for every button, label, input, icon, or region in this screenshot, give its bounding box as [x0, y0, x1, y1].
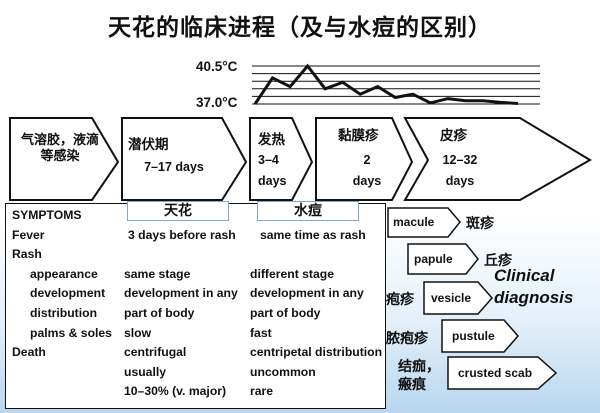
lesion-label-pustule: pustule: [452, 329, 495, 343]
stage-incubation-duration: 7–17 days: [144, 160, 204, 174]
smallpox-cell: development in any: [124, 286, 238, 301]
stage-fever-duration: 3–4 days: [258, 153, 287, 188]
stage-arrow-rash: [403, 117, 592, 201]
lesion-arrow-papule: [407, 243, 479, 275]
temperature-chart: [252, 63, 540, 105]
clinical-diagnosis-label: Clinical diagnosis: [494, 266, 574, 307]
smallpox-cell: part of body: [124, 306, 195, 320]
row-label: Fever: [12, 227, 45, 242]
smallpox-cell: usually: [124, 364, 166, 379]
lesion-zh-vesicle: 疱疹: [386, 292, 414, 308]
stage-rash-label: 皮疹: [440, 128, 467, 144]
stage-fever-label: 发热: [258, 132, 285, 148]
lesion-arrow-vesicle: [423, 281, 493, 315]
temp-label-high: 40.5°C: [196, 59, 238, 74]
row-label: development: [30, 286, 106, 301]
stage-arrow-fever: [249, 117, 314, 201]
row-label: Rash: [12, 247, 42, 262]
lesion-zh-pustule: 脓疱疹: [386, 331, 428, 347]
stage-enanthem-duration: 2 days: [352, 153, 382, 188]
header-smallpox: 天花: [127, 201, 229, 221]
chickenpox-cell: fast: [250, 325, 272, 340]
header-chickenpox: 水痘: [257, 201, 359, 221]
row-label: palms & soles: [30, 325, 112, 340]
chickenpox-cell: part of body: [250, 306, 321, 320]
chickenpox-cell: centripetal distribution: [250, 345, 383, 360]
lesion-arrow-macule: [387, 207, 461, 238]
stage-arrow-enanthem: [315, 117, 414, 201]
lesion-zh-papule: 丘疹: [484, 253, 512, 269]
stage-arrow-infection: [9, 117, 120, 201]
lesion-label-macule: macule: [393, 215, 435, 229]
smallpox-cell: slow: [124, 325, 152, 340]
smallpox-cell: 3 days before rash: [128, 227, 236, 242]
stage-rash-duration: 12–32 days: [442, 153, 478, 188]
chickenpox-cell: development in any: [250, 286, 364, 301]
stage-arrow-incubation: [121, 117, 248, 201]
stage-enanthem-label: 黏膜疹: [338, 128, 379, 144]
lesion-arrow-pustule: [441, 319, 519, 353]
chickenpox-cell: rare: [250, 384, 274, 399]
smallpox-cell: 10–30% (v. major): [124, 384, 227, 399]
lesion-label-crusted-scab: crusted scab: [458, 366, 533, 380]
row-label: appearance: [30, 266, 98, 281]
chickenpox-cell: uncommon: [250, 364, 316, 379]
comparison-table: [5, 203, 386, 409]
chickenpox-cell: same time as rash: [260, 227, 366, 242]
stage-incubation-label: 潜伏期: [128, 137, 169, 153]
temp-label-normal: 37.0°C: [196, 95, 238, 110]
chickenpox-cell: different stage: [250, 266, 334, 281]
temperature-line: [253, 63, 519, 105]
smallpox-cell: centrifugal: [124, 345, 187, 360]
stage-infection-label: 气溶胶，液滴等感染: [20, 133, 99, 164]
lesion-label-papule: papule: [414, 252, 453, 266]
row-label: Death: [12, 345, 46, 360]
lesion-zh-crusted-scab: 结痂，瘢痕: [398, 359, 440, 393]
lesion-zh-macule: 斑疹: [466, 216, 494, 232]
row-label: SYMPTOMS: [12, 208, 82, 222]
lesion-arrow-crusted-scab: [447, 356, 558, 390]
smallpox-cell: same stage: [124, 266, 191, 281]
row-label: distribution: [30, 306, 98, 320]
lesion-label-vesicle: vesicle: [431, 291, 472, 305]
slide-title: 天花的临床进程（及与水痘的区别）: [108, 15, 492, 41]
